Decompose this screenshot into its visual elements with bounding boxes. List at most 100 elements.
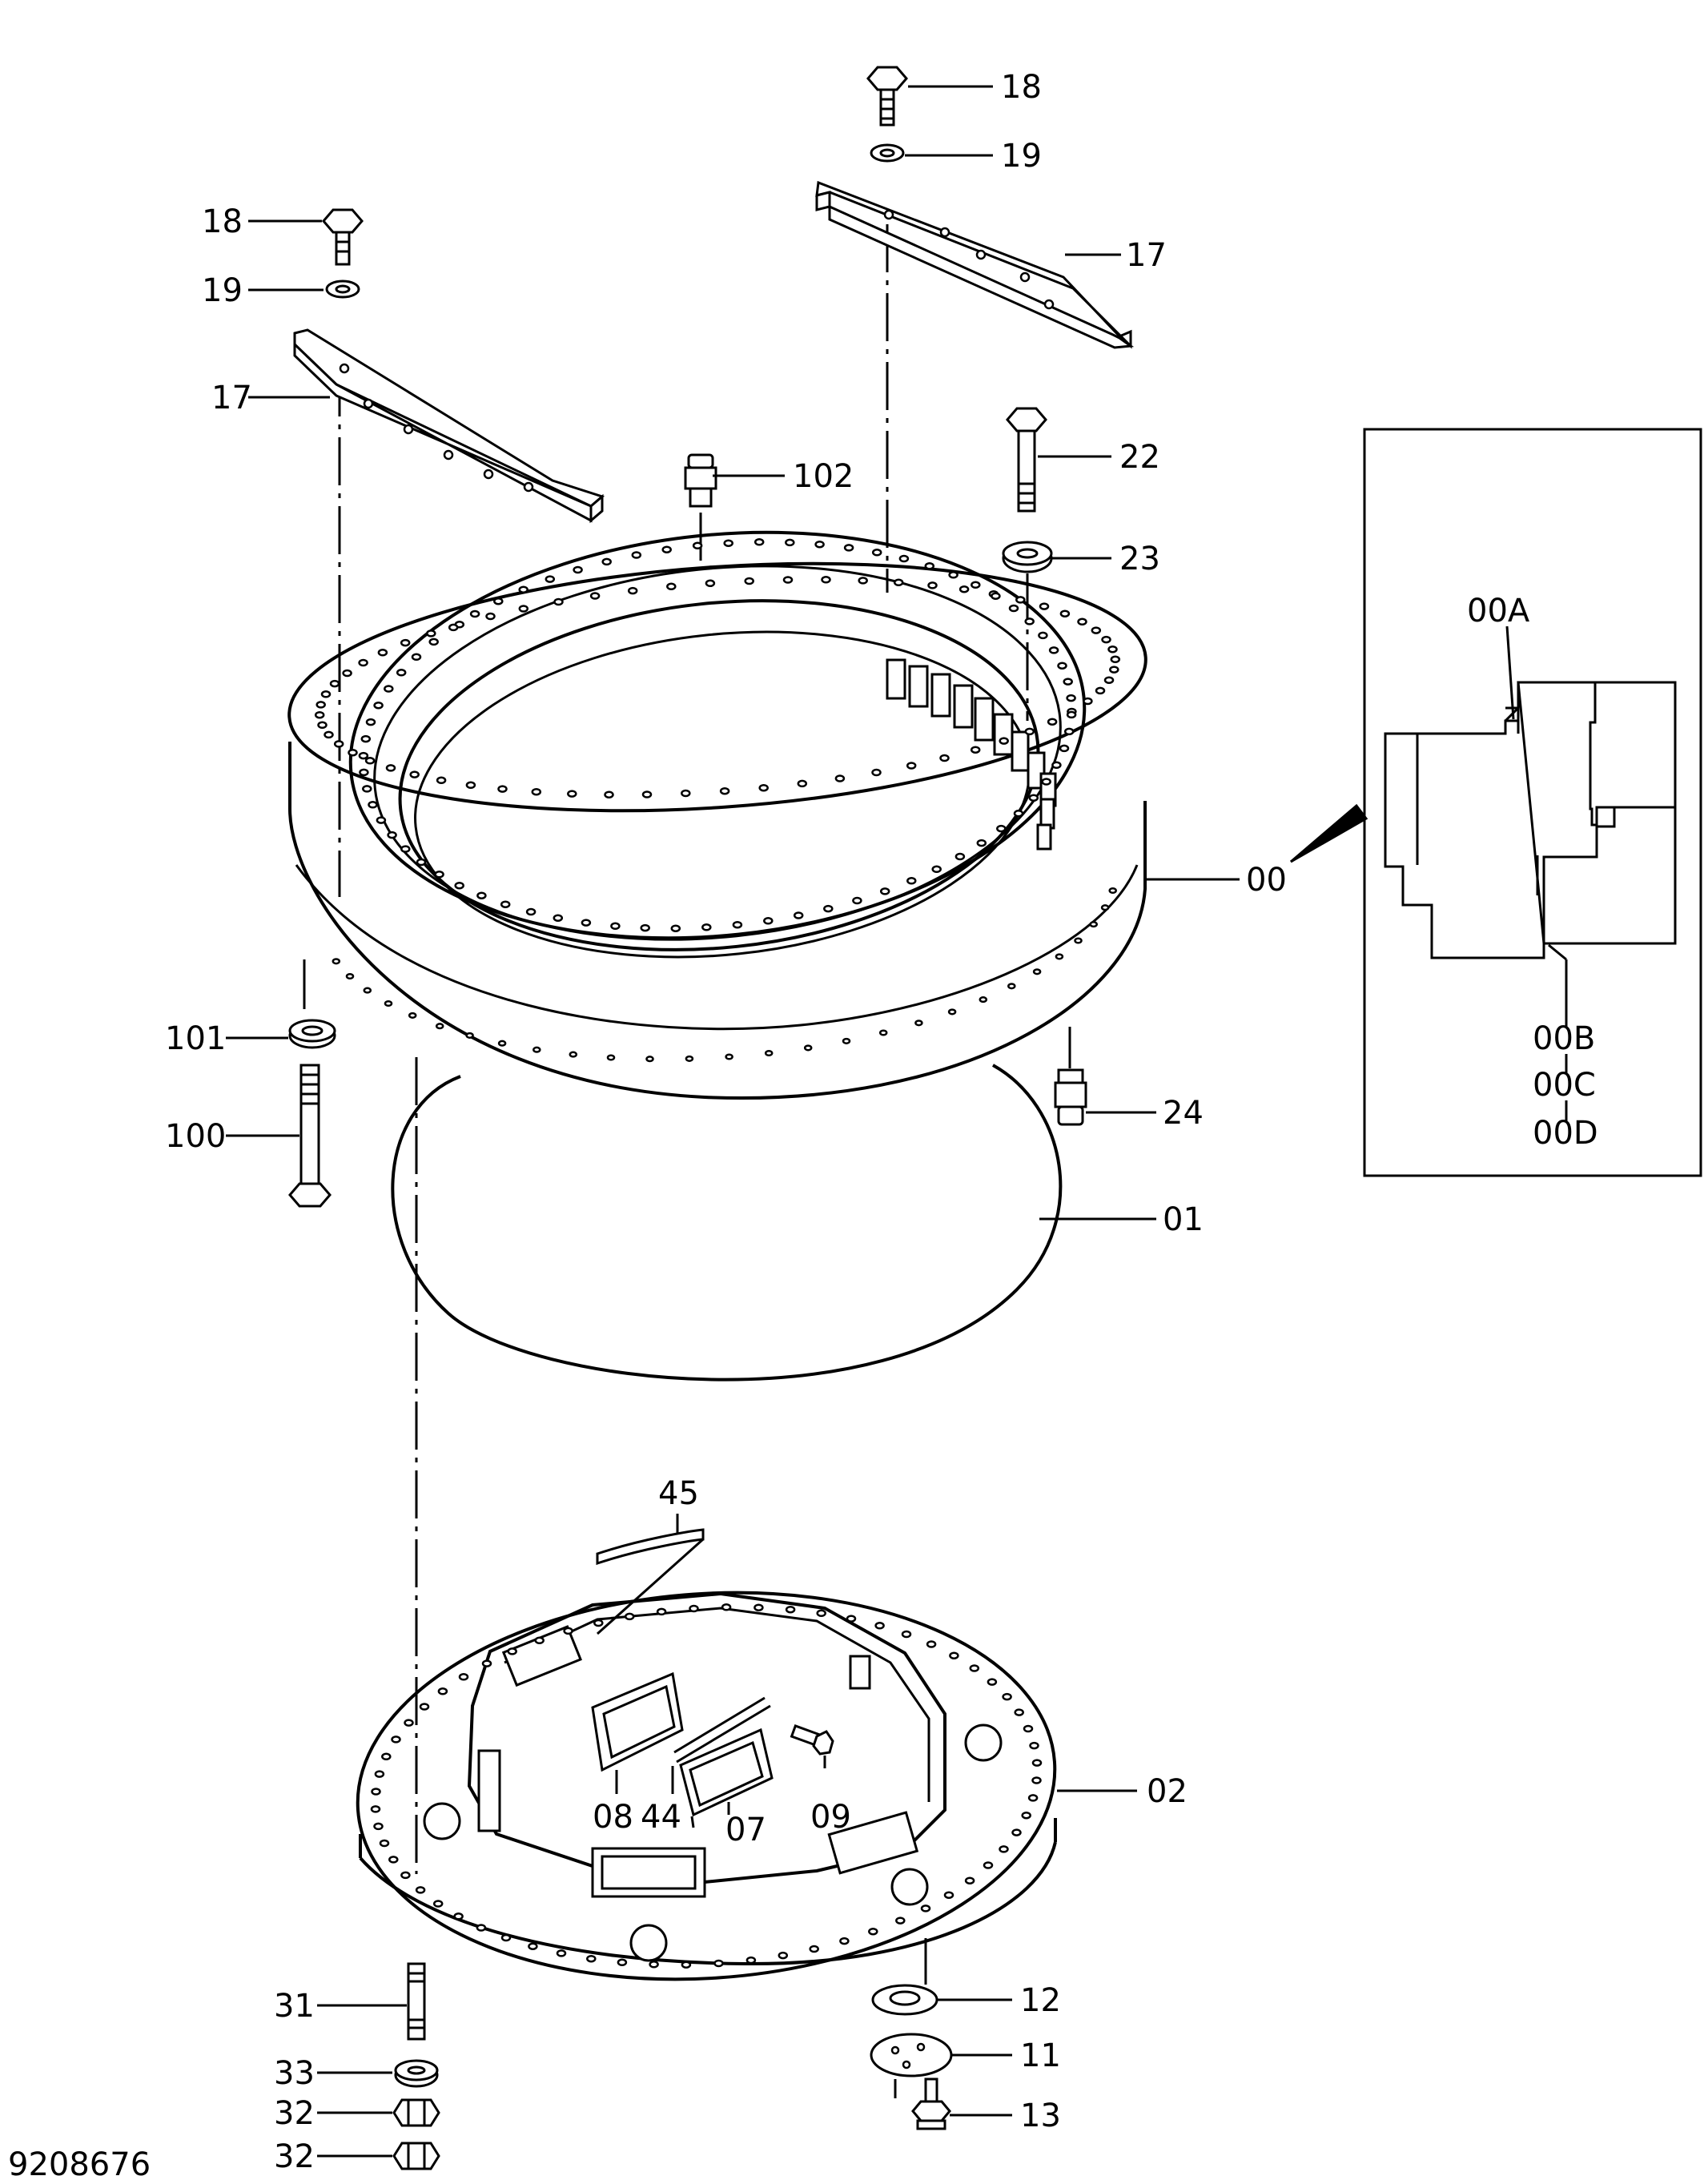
bolt-hole (627, 586, 638, 595)
bolt-hole (379, 1839, 390, 1848)
bolt-hole (432, 1900, 444, 1908)
bolt-hole (1089, 921, 1098, 928)
bolt-hole (1110, 655, 1121, 664)
bolt-hole (435, 1023, 444, 1030)
bolt-hole (920, 1904, 931, 1913)
plate-11 (870, 2033, 953, 2098)
washer-101 (288, 1019, 336, 1049)
bolt-hole (754, 538, 765, 546)
bolt-hole (1057, 662, 1067, 670)
bolt-hole (732, 920, 743, 929)
bolt-hole (1013, 809, 1024, 818)
bolt-hole (943, 1891, 954, 1899)
washer-33 (394, 2059, 439, 2088)
detail-label-00C: 00C (1533, 1067, 1596, 1104)
washer-19-left (325, 280, 360, 299)
bolt-hole (365, 718, 376, 726)
label-00: 00 (1246, 862, 1287, 899)
bolt-hole (631, 551, 642, 559)
washer-19-right (870, 143, 905, 163)
bolt-hole (606, 1054, 616, 1061)
bolt-hole (1063, 727, 1075, 736)
bolt-hole (624, 1612, 635, 1621)
bolt-hole (371, 1788, 381, 1796)
bolt-hole (419, 1703, 430, 1711)
bolt-hole (1109, 666, 1119, 674)
bolt-hole (370, 1805, 381, 1813)
bolt-hole (436, 776, 447, 785)
bolt-hole (719, 786, 730, 795)
bolt-hole (991, 592, 1001, 600)
plate-12 (871, 1984, 938, 2016)
bolt-hole (797, 779, 808, 788)
bolt-hole (434, 871, 444, 879)
grease-fitting-102 (684, 453, 717, 570)
bolt-hole (971, 581, 981, 589)
label-11: 11 (1020, 2037, 1061, 2074)
bolt-hole (670, 924, 681, 932)
bolt-hole (834, 774, 846, 782)
seal-strip-45 (596, 1528, 705, 1566)
bolt-hole (408, 1012, 417, 1019)
label-19: 19 (202, 272, 243, 309)
bolt-hole (1047, 718, 1058, 726)
bolt-hole (895, 1917, 906, 1925)
bolt-hole (525, 907, 537, 916)
center-lines (338, 224, 889, 1874)
bolt-hole (1028, 794, 1039, 802)
bolt-hole (415, 1886, 426, 1894)
label-01: 01 (1163, 1201, 1204, 1238)
bolt-hole (816, 1609, 826, 1618)
bolt-hole (563, 1627, 573, 1635)
bolt-hole (454, 881, 464, 890)
bolt-hole (493, 597, 504, 605)
bolt-hole (1011, 1828, 1022, 1836)
bolt-hole (320, 690, 332, 698)
bolt-hole (785, 1605, 796, 1614)
bolt-hole (964, 1876, 975, 1884)
bolt-hole (744, 577, 754, 585)
bolt-hole (814, 540, 825, 549)
bolt-hole (723, 539, 733, 547)
bolt-hole (545, 575, 556, 583)
label-31: 31 (274, 1988, 315, 2025)
bolt-hole (358, 658, 368, 667)
bolt-hole (778, 1951, 789, 1960)
label-24: 24 (1163, 1095, 1204, 1132)
bolt-hole (970, 746, 981, 754)
bolt-hole (1039, 602, 1050, 610)
bolt-hole (927, 581, 938, 589)
bolt-hole (681, 1961, 692, 1969)
bolt-13 (911, 2077, 951, 2130)
label-100: 100 (165, 1118, 226, 1155)
bolt-hole (458, 1673, 469, 1681)
washer-23 (1002, 541, 1053, 721)
bolt-hole (745, 1956, 757, 1965)
bolt-hole (821, 576, 831, 584)
bolt-hole (364, 757, 376, 765)
bolt-hole (1008, 604, 1019, 613)
bolt-hole (969, 1664, 980, 1672)
bolt-hole (373, 1822, 384, 1831)
bolt-hole (518, 585, 528, 593)
bolt-hole (868, 1927, 878, 1936)
bolt-hole (500, 1933, 512, 1942)
bolt-hole (604, 790, 614, 798)
bolt-hole (976, 839, 987, 847)
bolt-hole (426, 629, 436, 638)
bolt-hole (1059, 744, 1070, 753)
bolt-hole (874, 1622, 885, 1630)
bolt-hole (391, 1736, 401, 1744)
label-44: 44 (641, 1799, 681, 1836)
bolt-hole (1063, 678, 1073, 686)
bolt-hole (345, 972, 355, 980)
bolt-hole (573, 565, 583, 574)
bolt-hole (878, 1029, 888, 1036)
bolt-hole (363, 987, 372, 994)
bolt-hole (1091, 626, 1102, 634)
bolt-hole (437, 1687, 448, 1695)
bolt-hole (465, 781, 476, 790)
bolt-hole (476, 1924, 487, 1932)
bolt-hole (999, 737, 1009, 745)
bolt-hole (329, 679, 340, 688)
